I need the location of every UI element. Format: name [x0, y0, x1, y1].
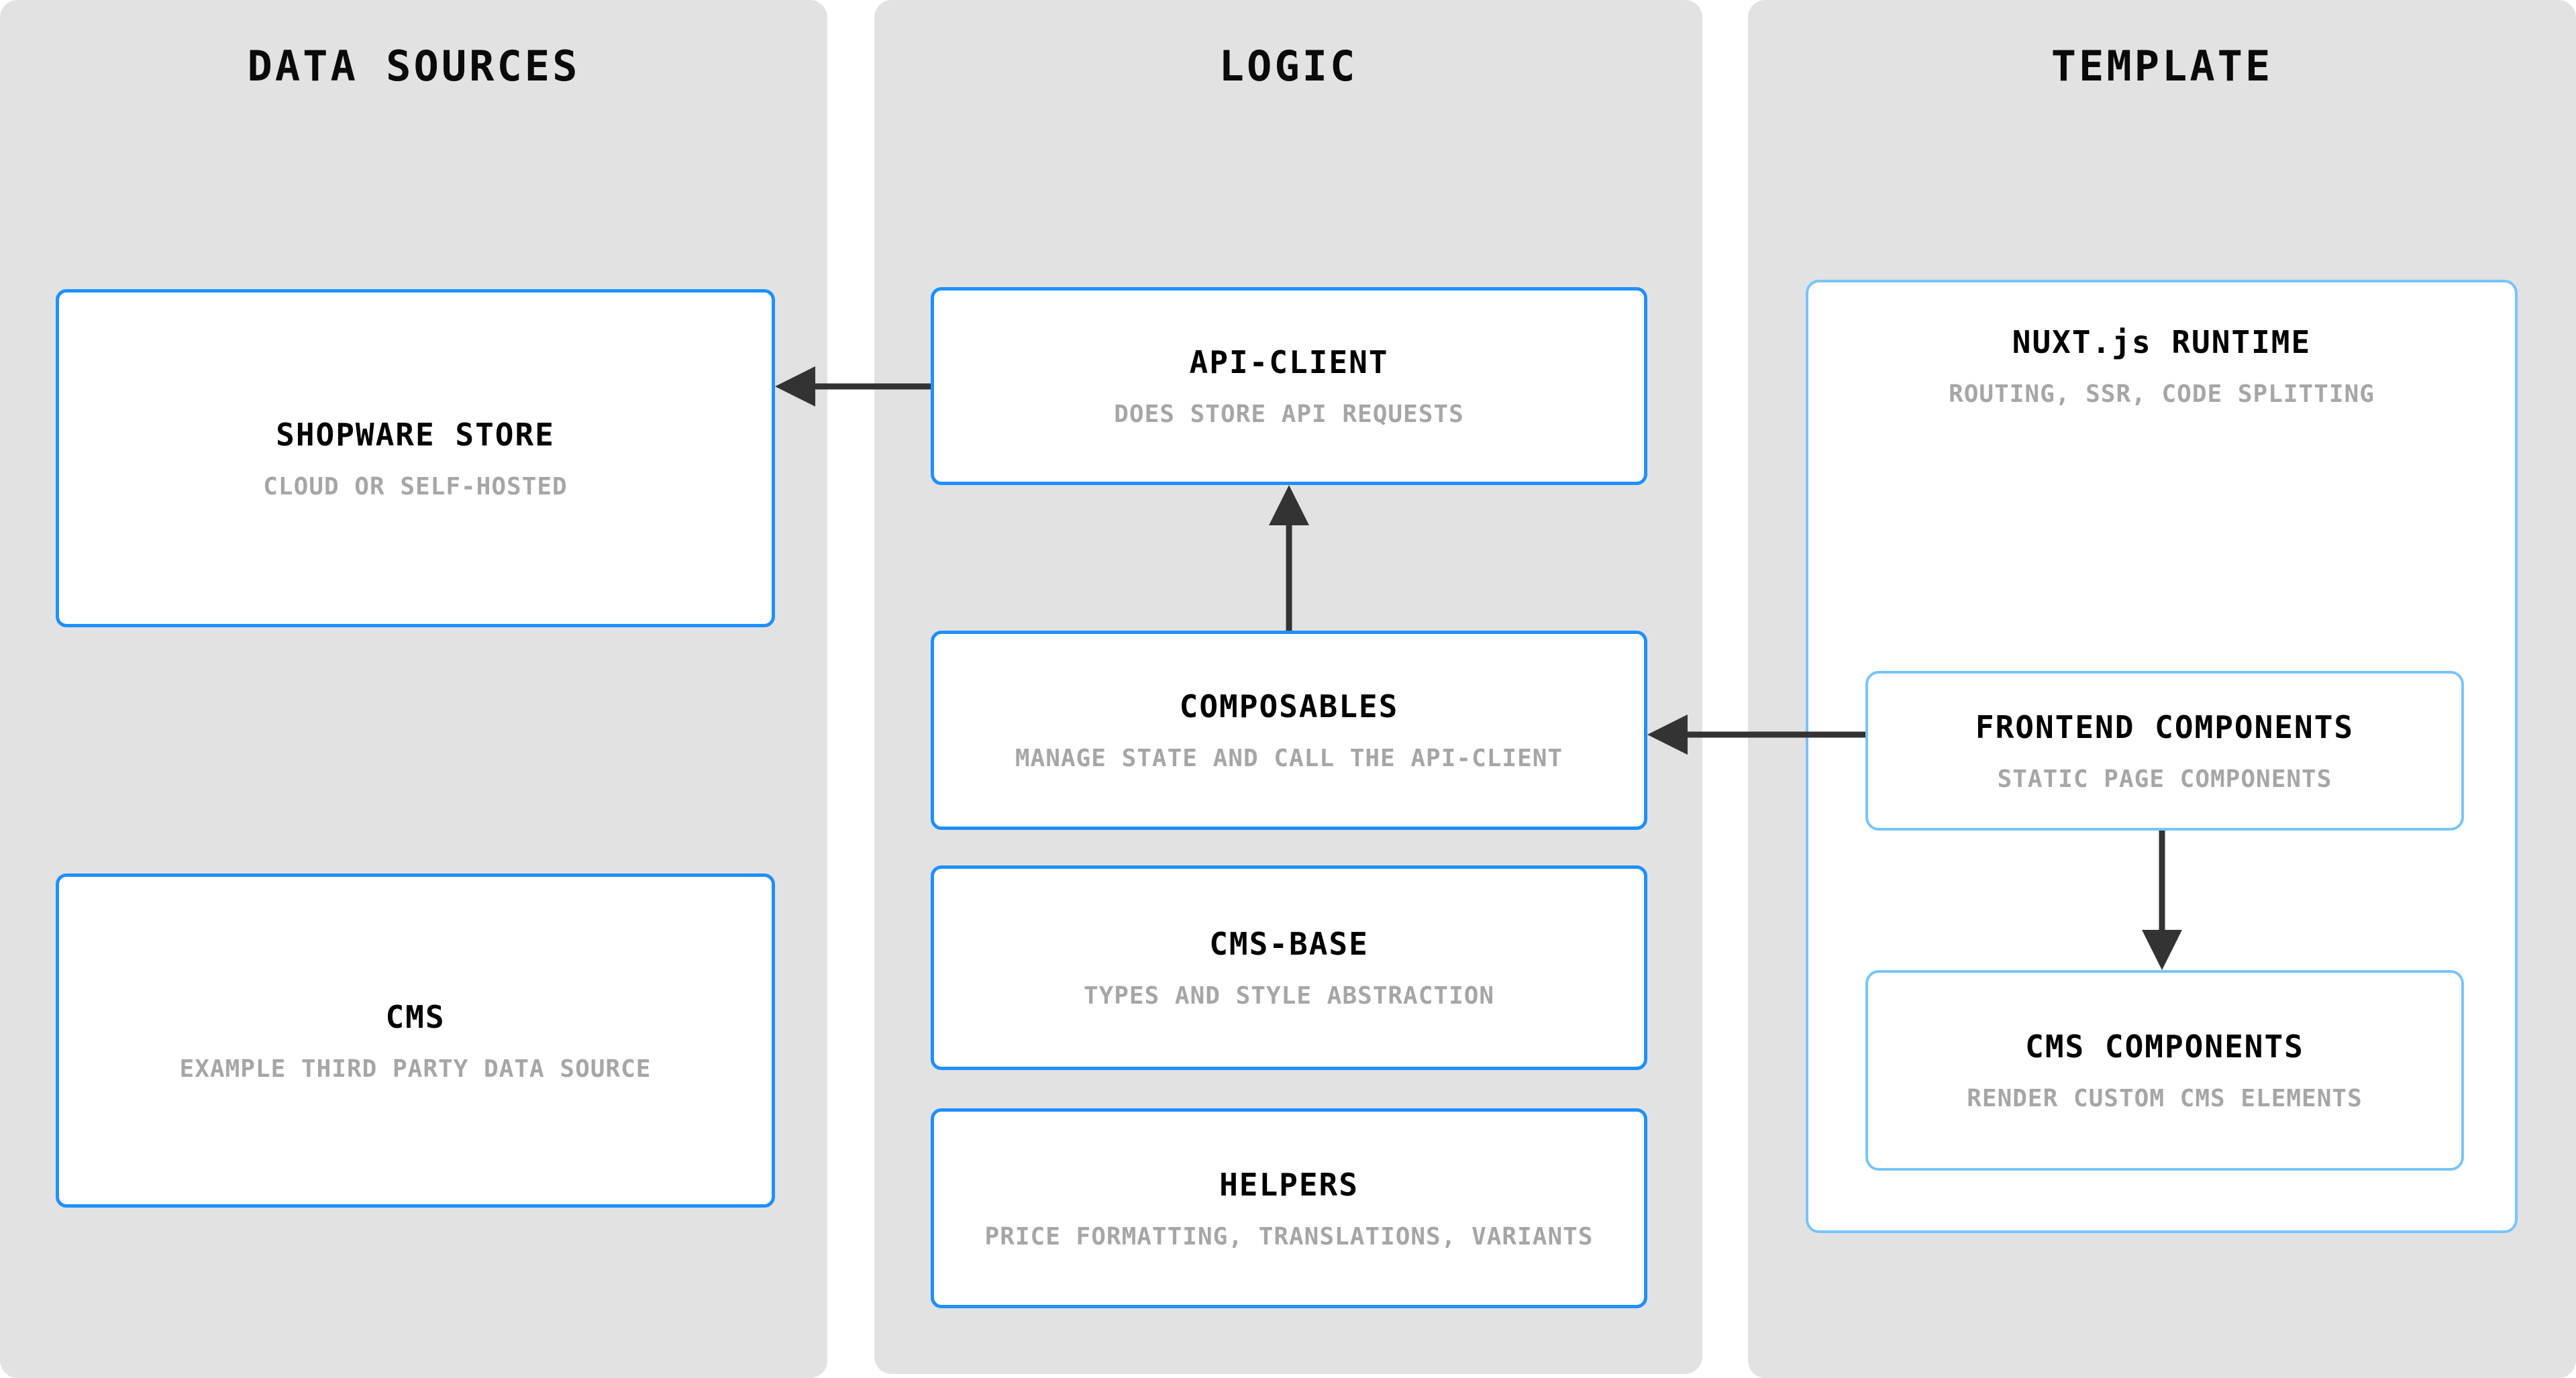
node-nuxt-runtime-heading: NUXT.js RUNTIME ROUTING, SSR, CODE SPLIT…: [1949, 324, 2375, 408]
node-cms-subtitle: EXAMPLE THIRD PARTY DATA SOURCE: [179, 1055, 652, 1083]
node-helpers-title: HELPERS: [1219, 1166, 1359, 1203]
node-helpers-subtitle: PRICE FORMATTING, TRANSLATIONS, VARIANTS: [984, 1222, 1594, 1251]
node-api-client-subtitle: DOES STORE API REQUESTS: [1114, 401, 1464, 428]
node-composables[interactable]: COMPOSABLES MANAGE STATE AND CALL THE AP…: [931, 631, 1647, 830]
node-helpers[interactable]: HELPERS PRICE FORMATTING, TRANSLATIONS, …: [931, 1108, 1647, 1308]
node-frontend-components[interactable]: FRONTEND COMPONENTS STATIC PAGE COMPONEN…: [1865, 671, 2464, 831]
node-composables-subtitle: MANAGE STATE AND CALL THE API-CLIENT: [1015, 745, 1563, 772]
node-nuxt-runtime-title: NUXT.js RUNTIME: [2012, 324, 2312, 360]
node-cms-components[interactable]: CMS COMPONENTS RENDER CUSTOM CMS ELEMENT…: [1865, 970, 2464, 1171]
node-cms-components-title: CMS COMPONENTS: [2025, 1028, 2304, 1065]
lane-title-data-sources: DATA SOURCES: [247, 42, 580, 91]
lane-title-template: TEMPLATE: [2051, 42, 2273, 91]
node-api-client-title: API-CLIENT: [1189, 344, 1389, 380]
node-frontend-components-subtitle: STATIC PAGE COMPONENTS: [1997, 765, 2332, 793]
lane-title-logic: LOGIC: [1219, 42, 1358, 91]
node-api-client[interactable]: API-CLIENT DOES STORE API REQUESTS: [931, 287, 1647, 485]
node-cms[interactable]: CMS EXAMPLE THIRD PARTY DATA SOURCE: [56, 873, 775, 1208]
node-shopware-store[interactable]: SHOPWARE STORE CLOUD OR SELF-HOSTED: [56, 289, 775, 627]
node-cms-base-subtitle: TYPES AND STYLE ABSTRACTION: [1083, 982, 1495, 1010]
node-cms-title: CMS: [385, 998, 446, 1035]
node-shopware-store-title: SHOPWARE STORE: [276, 416, 555, 453]
node-cms-base-title: CMS-BASE: [1209, 926, 1369, 962]
node-nuxt-runtime-subtitle: ROUTING, SSR, CODE SPLITTING: [1949, 380, 2375, 408]
node-frontend-components-title: FRONTEND COMPONENTS: [1975, 708, 2355, 745]
node-cms-base[interactable]: CMS-BASE TYPES AND STYLE ABSTRACTION: [931, 865, 1647, 1070]
node-shopware-store-subtitle: CLOUD OR SELF-HOSTED: [263, 472, 568, 500]
node-cms-components-subtitle: RENDER CUSTOM CMS ELEMENTS: [1967, 1085, 2363, 1112]
node-composables-title: COMPOSABLES: [1179, 688, 1399, 725]
